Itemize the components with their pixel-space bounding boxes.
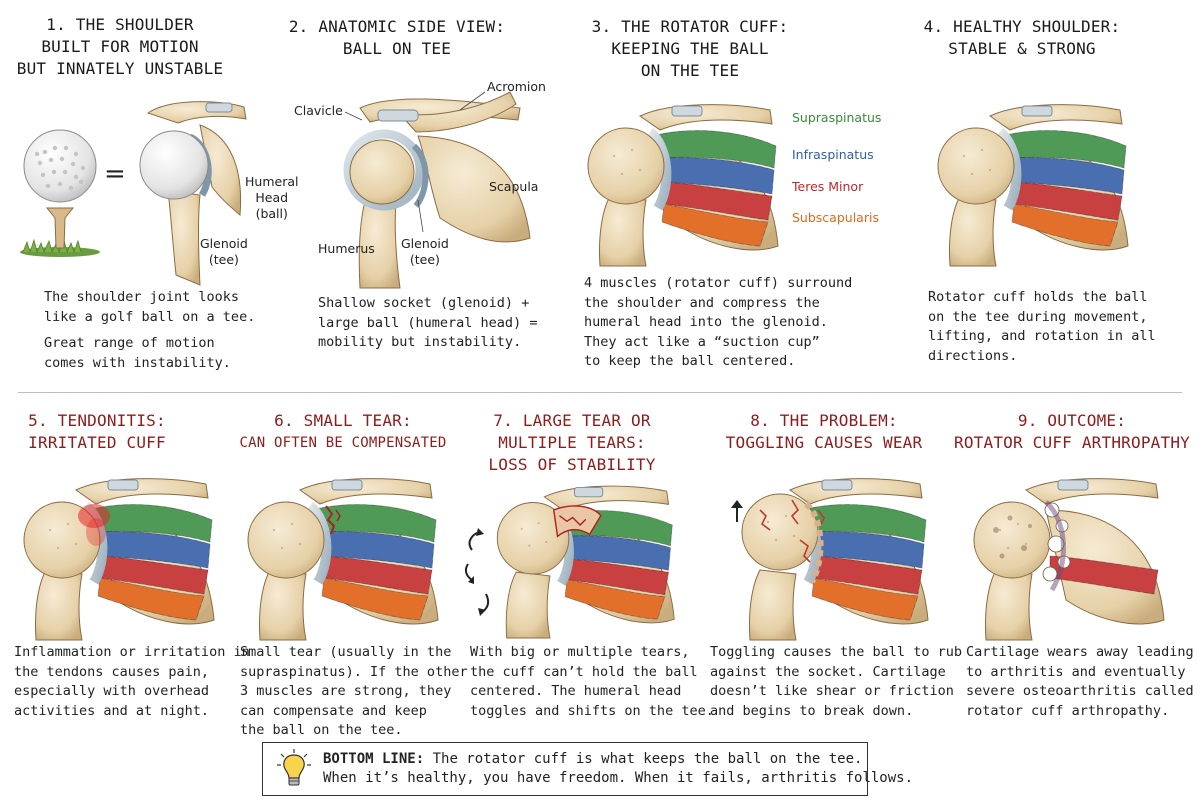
humeral-head-label: Humeral Head (ball) <box>245 174 299 221</box>
rotator-cuff-illustration <box>587 104 779 267</box>
panel-title: 3. THE ROTATOR CUFF: KEEPING THE BALL ON… <box>591 17 789 80</box>
acromion-label: Acromion <box>487 79 546 94</box>
golf-ball <box>23 129 97 203</box>
tendonitis-illustration <box>23 478 215 641</box>
muscle-label-supraspinatus: Supraspinatus <box>792 110 882 125</box>
up-arrow-icon <box>731 500 743 522</box>
panel-title: 7. LARGE TEAR OR MULTIPLE TEARS: LOSS OF… <box>488 411 656 474</box>
anatomic-side-view-illustration <box>343 91 531 289</box>
panel-title: 1. THE SHOULDER BUILT FOR MOTION BUT INN… <box>16 15 224 78</box>
panel-title: 2. ANATOMIC SIDE VIEW: BALL ON TEE <box>288 17 506 58</box>
panel-title: 6. SMALL TEAR: CAN OFTEN BE COMPENSATED <box>239 411 447 451</box>
lightbulb-icon <box>277 749 311 786</box>
muscle-label-subscapularis: Subscapularis <box>792 210 879 225</box>
instability-arrows-icon <box>464 528 490 616</box>
equals-sign: = <box>104 159 126 189</box>
panel-description: 4 muscles (rotator cuff) surround the sh… <box>584 275 853 369</box>
panel-title: 5. TENDONITIS: IRRITATED CUFF <box>28 411 166 452</box>
panel-description-2: Great range of motion comes with instabi… <box>44 335 231 371</box>
bottom-line-box: BOTTOM LINE: The rotator cuff is what ke… <box>262 742 913 796</box>
panel-description: Cartilage wears away leading to arthriti… <box>966 644 1194 719</box>
arthropathy-illustration <box>973 478 1165 641</box>
section-divider <box>18 392 1182 393</box>
small-tear-illustration <box>247 478 439 641</box>
panel-description: Shallow socket (glenoid) + large ball (h… <box>318 295 538 350</box>
clavicle-label: Clavicle <box>294 103 343 118</box>
bottom-line-text: BOTTOM LINE: The rotator cuff is what ke… <box>323 751 914 786</box>
glenoid-label: Glenoid (tee) <box>401 236 449 267</box>
panel-title: 9. OUTCOME: ROTATOR CUFF ARTHROPATHY <box>954 411 1190 452</box>
panel-description: Rotator cuff holds the ball on the tee d… <box>928 289 1156 364</box>
panel-title: 4. HEALTHY SHOULDER: STABLE & STRONG <box>923 17 1121 58</box>
glenoid-label: Glenoid (tee) <box>200 236 248 267</box>
panel-description: The shoulder joint looks like a golf bal… <box>44 289 256 325</box>
golf-ball-on-tee-illustration <box>20 129 100 257</box>
panel-description: Toggling causes the ball to rub against … <box>710 644 962 719</box>
humerus-label: Humerus <box>318 241 375 256</box>
panel-description: With big or multiple tears, the cuff can… <box>470 644 714 719</box>
panel-description: Inflammation or irritation in the tendon… <box>14 644 250 719</box>
healthy-shoulder-illustration <box>937 104 1129 267</box>
large-tear-illustration <box>496 485 675 639</box>
shoulder-ball-illustration <box>139 101 247 286</box>
bottom-line-label: BOTTOM LINE: <box>323 751 425 767</box>
panel-description: Small tear (usually in the supraspinatus… <box>240 644 468 738</box>
muscle-label-infraspinatus: Infraspinatus <box>792 147 874 162</box>
panel-title: 8. THE PROBLEM: TOGGLING CAUSES WEAR <box>725 411 923 452</box>
toggling-wear-illustration <box>741 478 929 641</box>
muscle-label-teres-minor: Teres Minor <box>792 179 864 194</box>
scapula-label: Scapula <box>489 179 539 194</box>
